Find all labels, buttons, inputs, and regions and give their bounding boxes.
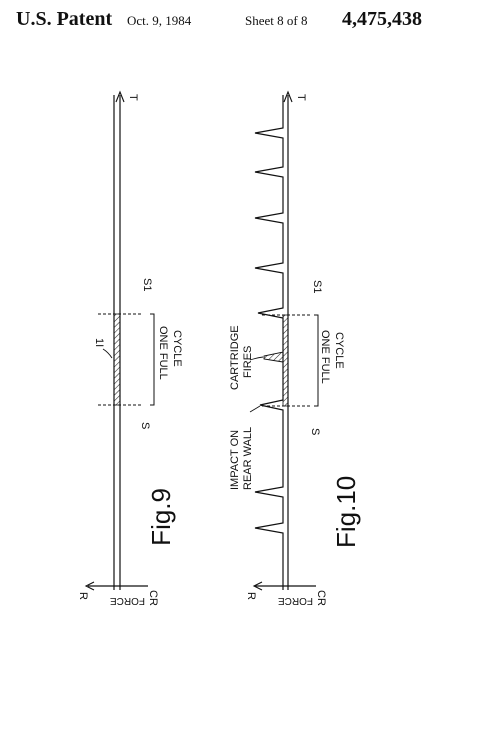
fig9-diagram: T S1 S ONE FULL CYCLE 1I Fig.9 R FORCE C…: [77, 90, 183, 606]
fig10-impulse-area: [282, 314, 289, 407]
fig9-axis-r: R: [77, 592, 89, 600]
fig10-firing-bump: [263, 351, 284, 363]
fig9-ref-leader: [102, 348, 113, 359]
fig9-time-label: T: [127, 94, 139, 101]
fig10-cycle-label-2: CYCLE: [333, 332, 345, 369]
fig9-axis-cr: CR: [147, 590, 159, 606]
fig10-caption: Fig.10: [331, 476, 361, 548]
fig10-cycle-label-1: ONE FULL: [319, 330, 331, 384]
fig10-cartridge-label-1: CARTRIDGE: [229, 325, 241, 390]
fig10-cycle-bracket: [314, 314, 319, 407]
fig9-cycle-label-2: CYCLE: [171, 330, 183, 367]
patent-number: 4,475,438: [342, 8, 422, 30]
fig10-force-waveform: [254, 95, 284, 590]
fig10-time-label: T: [295, 94, 307, 101]
sheet-number: Sheet 8 of 8: [245, 13, 308, 28]
fig10-time-arrow: [283, 90, 293, 103]
fig9-cycle-bracket: [150, 313, 155, 406]
fig10-impact-label-2: REAR WALL: [242, 427, 254, 490]
fig9-impulse-area: [113, 313, 121, 406]
fig9-cycle-label-1: ONE FULL: [157, 326, 169, 380]
fig10-impact-label-1: IMPACT ON: [229, 430, 241, 490]
fig10-s-label: S: [309, 428, 321, 435]
patent-title: U.S. Patent: [16, 8, 113, 30]
fig10-diagram: T S1 S ONE FULL CYCLE CARTRIDGE FIRES IM…: [229, 90, 361, 606]
fig10-axis-cr: CR: [315, 590, 327, 606]
fig10-axis-r: R: [245, 592, 257, 600]
fig10-force-axis-arrow: [252, 581, 263, 591]
fig9-s1-label: S1: [141, 278, 153, 291]
fig9-s-label: S: [139, 422, 151, 429]
fig10-cartridge-label-2: FIRES: [242, 346, 254, 378]
fig9-ref-numeral: 1I: [93, 338, 105, 347]
fig9-caption: Fig.9: [146, 488, 176, 546]
fig10-axis-force: FORCE: [278, 595, 313, 606]
fig9-force-axis-arrow: [84, 581, 95, 591]
fig10-s1-label: S1: [311, 280, 323, 293]
fig9-axis-force: FORCE: [110, 595, 145, 606]
fig9-time-arrow: [115, 90, 125, 103]
patent-date: Oct. 9, 1984: [127, 13, 192, 28]
fig10-cartridge-leader: [249, 356, 264, 361]
fig10-impact-leader: [249, 405, 261, 413]
